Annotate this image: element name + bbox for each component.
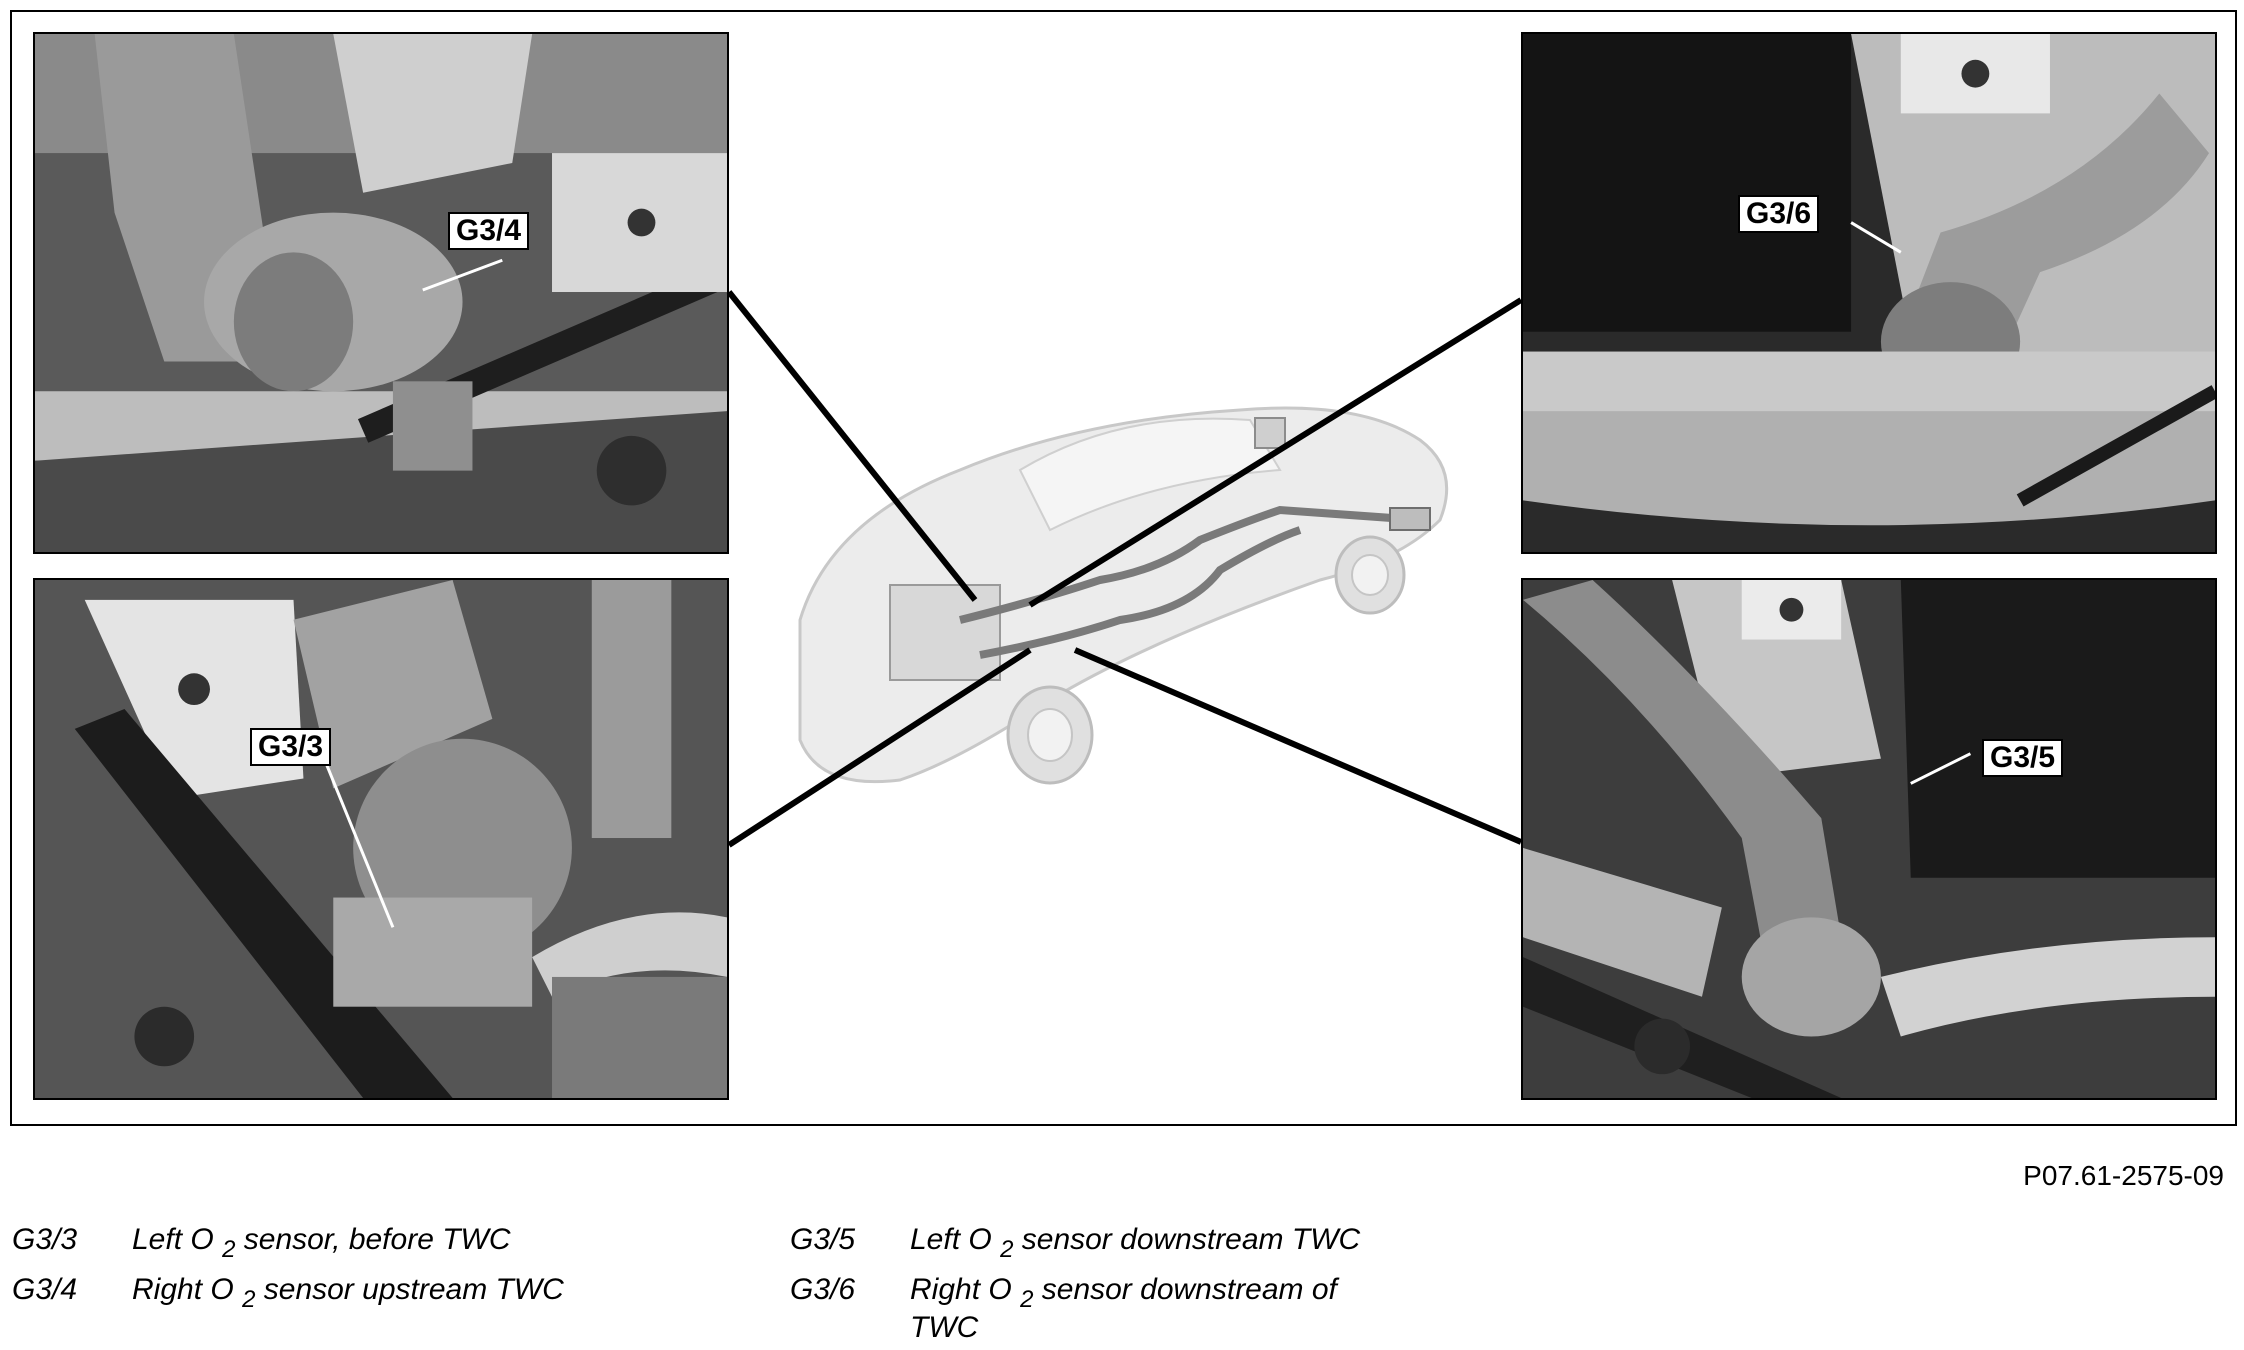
- photo-left-o2-sensor-downstream: [1521, 578, 2217, 1100]
- photo-left-o2-sensor-before-twc: [33, 578, 729, 1100]
- photo-right-o2-sensor-upstream: [33, 32, 729, 554]
- legend-code: G3/5: [790, 1223, 856, 1256]
- underbody-photo-g35: [1523, 580, 2215, 1098]
- underbody-photo-g33: [35, 580, 727, 1098]
- callout-g3-3: G3/3: [250, 728, 332, 766]
- legend-description: Left O 2 sensor downstream TWC: [910, 1223, 1361, 1263]
- legend-description: Right O 2 sensor upstream TWC: [132, 1273, 564, 1313]
- callout-g3-6: G3/6: [1738, 195, 1820, 233]
- underbody-photo-g36: [1523, 34, 2215, 552]
- underbody-photo-g34: [35, 34, 727, 552]
- legend-description: Left O 2 sensor, before TWC: [132, 1223, 511, 1263]
- callout-g3-5: G3/5: [1982, 739, 2064, 777]
- figure-reference-code: P07.61-2575-09: [2023, 1160, 2224, 1191]
- legend-code: G3/6: [790, 1273, 856, 1306]
- legend-code: G3/4: [12, 1273, 78, 1306]
- callout-g3-4: G3/4: [448, 212, 530, 250]
- photo-right-o2-sensor-downstream: [1521, 32, 2217, 554]
- legend-description: Right O 2 sensor downstream of TWC: [910, 1273, 1337, 1344]
- legend-code: G3/3: [12, 1223, 78, 1256]
